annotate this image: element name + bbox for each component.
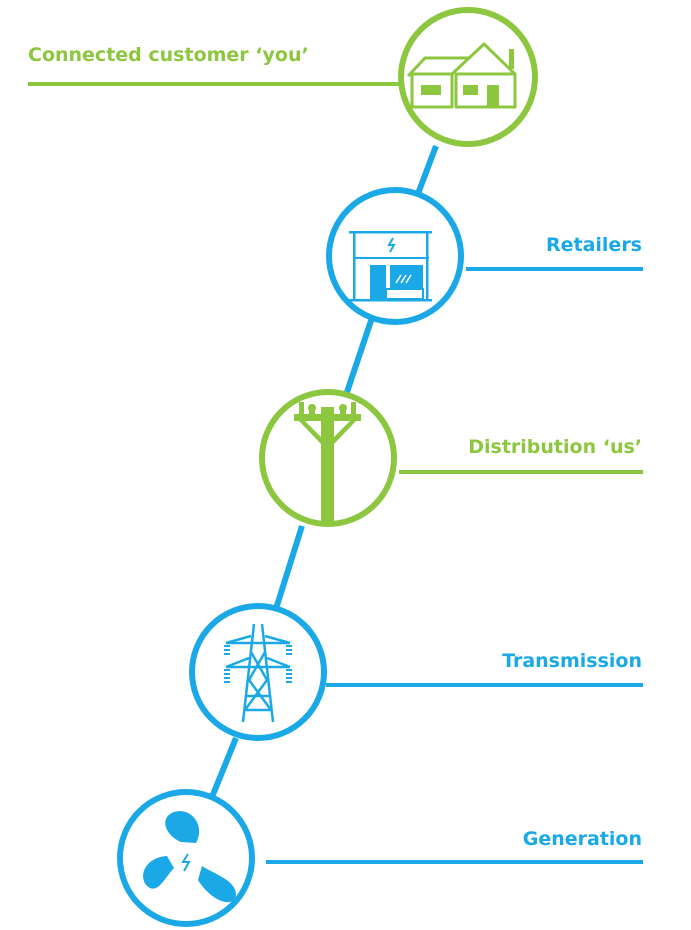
stage-distribution (259, 389, 397, 527)
customer-circle (398, 7, 538, 147)
transmission-circle (189, 603, 327, 741)
stage-label-distribution: Distribution ‘us’ (468, 436, 642, 458)
stage-label-retailers: Retailers (545, 234, 642, 256)
stage-transmission (189, 603, 327, 741)
insulator-icons (224, 645, 292, 683)
stage-label-customer: Connected customer ‘you’ (28, 44, 309, 66)
retailers-circle (326, 187, 464, 325)
stage-generation (117, 789, 255, 927)
shop-icon (349, 231, 432, 302)
turbine-icon (143, 811, 236, 903)
transmission-tower-icon (225, 623, 291, 723)
stage-retailers (326, 187, 464, 325)
stage-label-transmission: Transmission (502, 650, 642, 672)
connector-line (271, 525, 305, 616)
stage-label-generation: Generation (522, 828, 642, 850)
house-icon (406, 42, 517, 109)
power-pole-icon (294, 402, 361, 525)
stage-customer (398, 7, 538, 147)
connector-line (209, 736, 239, 799)
